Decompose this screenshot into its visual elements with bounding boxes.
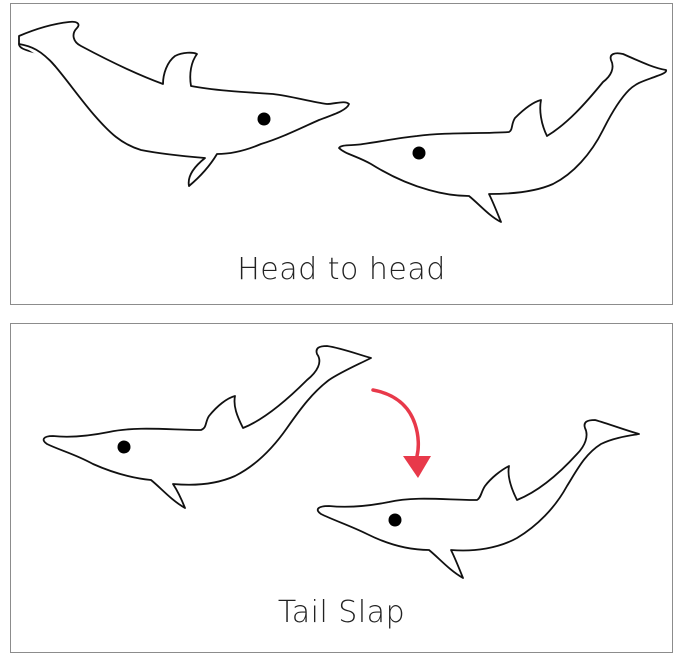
slap-arrow bbox=[373, 390, 431, 478]
panel-tail-slap: Tail Slap bbox=[10, 323, 673, 653]
dolphin-upper-eye bbox=[118, 441, 131, 454]
caption-head-to-head: Head to head bbox=[11, 252, 672, 287]
dolphin-right-eye bbox=[413, 147, 426, 160]
dolphin-left-eye bbox=[258, 113, 271, 126]
dolphin-left-outline bbox=[19, 22, 349, 186]
dolphin-lower-eye bbox=[389, 514, 402, 527]
slap-arrow-head-icon bbox=[403, 456, 431, 478]
dolphin-left bbox=[19, 22, 349, 186]
dolphin-upper-outline bbox=[44, 346, 371, 508]
caption-tail-slap: Tail Slap bbox=[11, 595, 672, 630]
slap-arrow-shaft bbox=[373, 390, 418, 456]
dolphin-right-outline bbox=[339, 53, 666, 222]
dolphin-lower-outline bbox=[318, 420, 639, 578]
panel-head-to-head: Head to head bbox=[10, 3, 673, 305]
dolphin-lower bbox=[318, 420, 639, 578]
dolphin-right bbox=[339, 53, 666, 222]
dolphin-upper bbox=[44, 346, 371, 508]
